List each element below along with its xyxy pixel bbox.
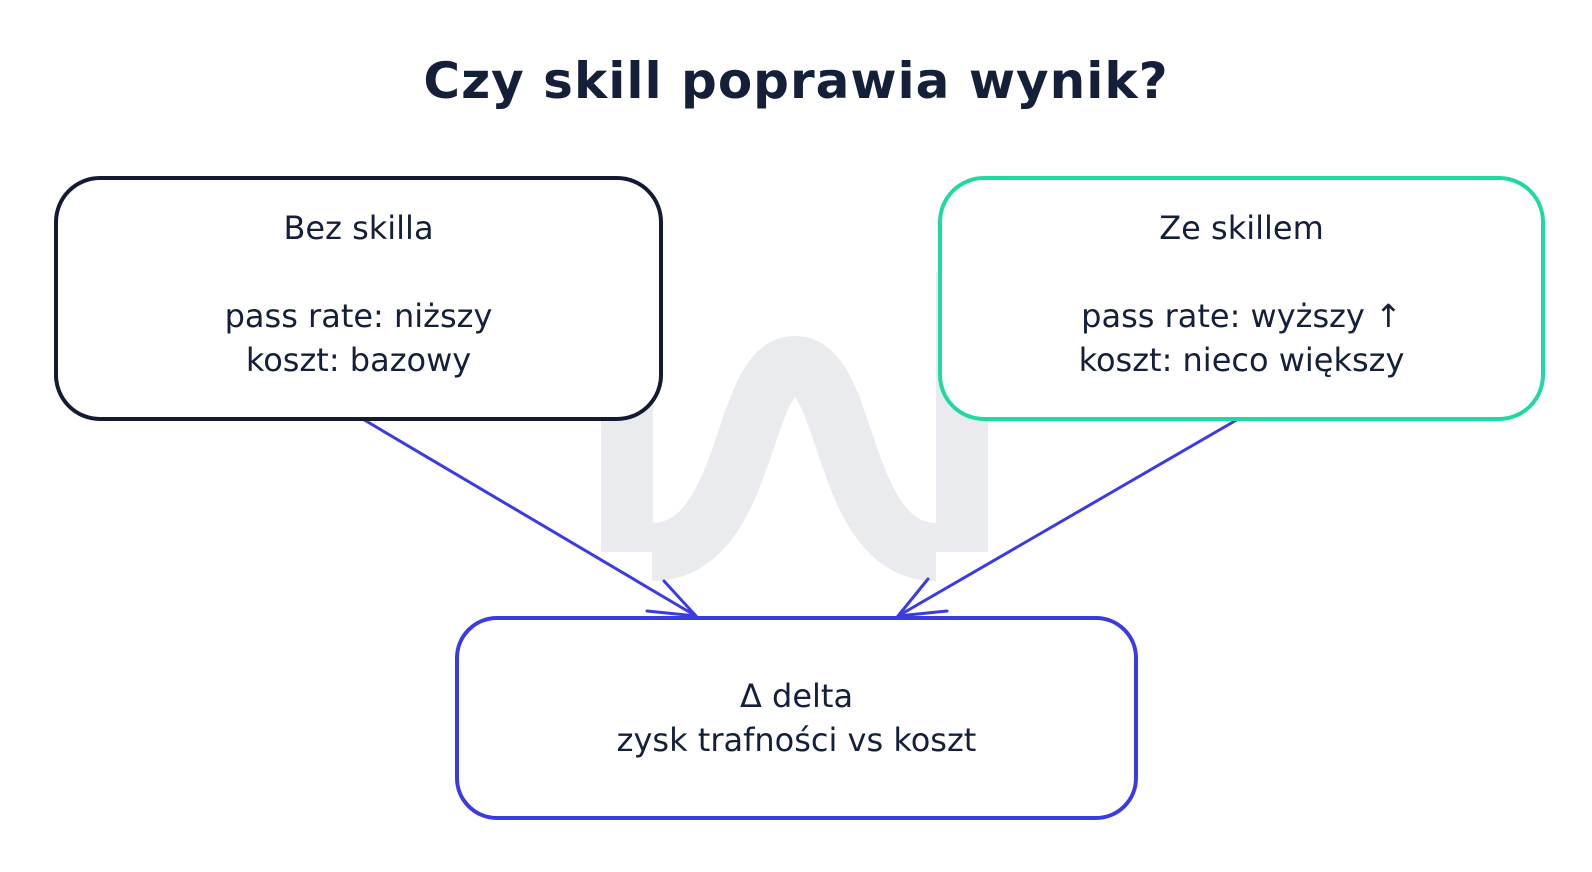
node-with-skill-line-cost: koszt: nieco większy (1078, 341, 1405, 379)
node-with-skill-text: Ze skillem pass rate: wyższy ↑ koszt: ni… (940, 206, 1543, 382)
node-without-skill-line-pass-rate: pass rate: niższy (224, 297, 493, 335)
edge-line-left (359, 416, 698, 618)
node-delta-line-description: zysk trafności vs koszt (616, 721, 977, 759)
node-delta-line-heading: Δ delta (739, 677, 854, 715)
node-with-skill-box (938, 176, 1545, 421)
watermark-bell-curve (649, 335, 939, 581)
node-with-skill-heading: Ze skillem (1159, 209, 1324, 247)
node-without-skill-heading: Bez skilla (283, 209, 434, 247)
node-without-skill-text: Bez skilla pass rate: niższy koszt: bazo… (56, 206, 661, 382)
diagram-title: Czy skill poprawia wynik? (423, 52, 1169, 110)
edge-line-right (896, 416, 1242, 618)
node-delta-box (455, 616, 1138, 820)
node-delta-text: Δ delta zysk trafności vs koszt (457, 674, 1136, 762)
node-without-skill-box (54, 176, 663, 421)
node-with-skill-line-pass-rate: pass rate: wyższy ↑ (1081, 297, 1402, 335)
node-without-skill-line-cost: koszt: bazowy (245, 341, 472, 379)
